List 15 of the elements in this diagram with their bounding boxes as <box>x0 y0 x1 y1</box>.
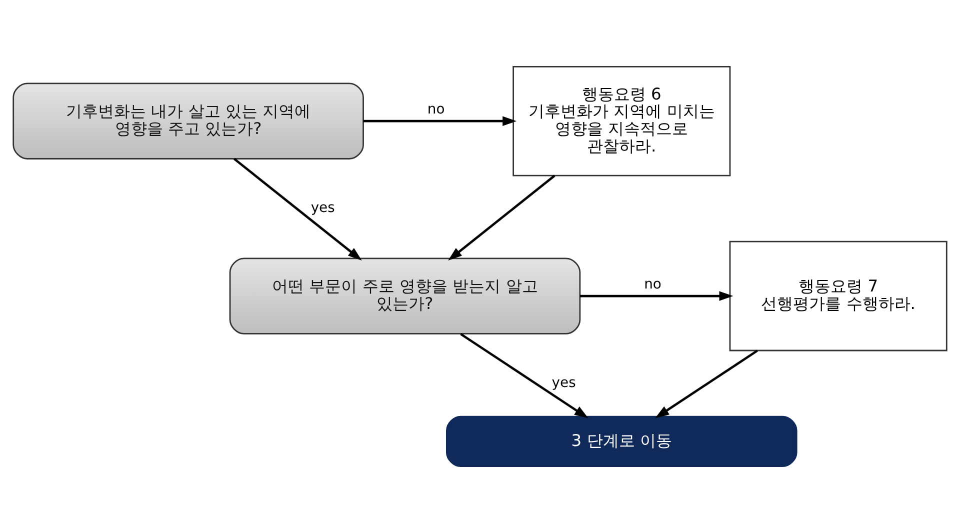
node-box: 기후변화는 내가 살고 있는 지역에 영향을 주고 있는가? <box>12 82 364 159</box>
node-box: 어떤 부문이 주로 영향을 받는지 알고 있는가? <box>229 257 581 334</box>
edge-label: yes <box>310 200 335 216</box>
node-box: 행동요령 6 기후변화가 지역에 미치는 영향을 지속적으로 관찰하라. <box>512 65 731 176</box>
arrow <box>460 332 588 418</box>
edge-label: no <box>644 276 662 292</box>
node-box: 3 단계로 이동 <box>446 415 798 467</box>
arrow <box>580 290 734 300</box>
arrow <box>655 349 758 418</box>
node-box: 행동요령 7 선행평가를 수행하라. <box>729 240 948 351</box>
arrow <box>363 116 517 126</box>
edge-label: no <box>427 101 445 118</box>
arrow <box>234 157 362 260</box>
edge-label: yes <box>552 374 576 391</box>
arrow <box>448 174 556 260</box>
